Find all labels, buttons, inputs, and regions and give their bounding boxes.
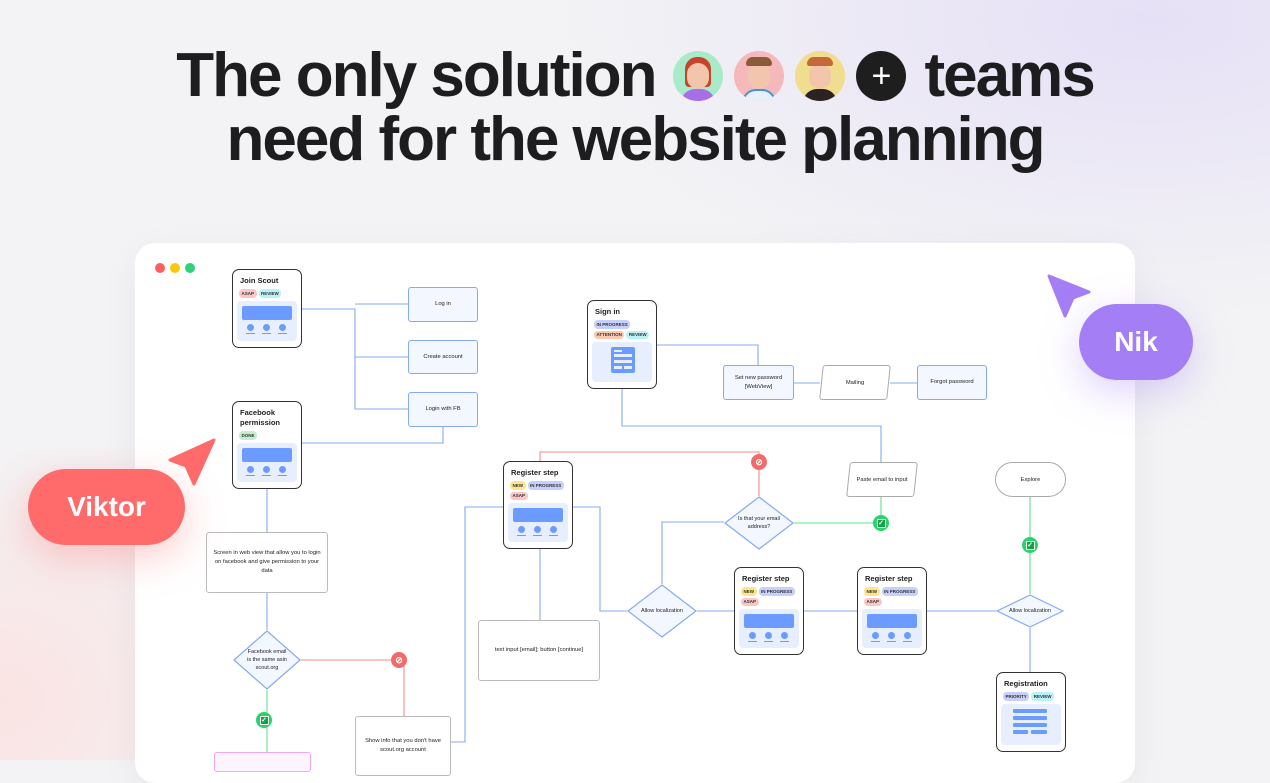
node-show-info[interactable]: Show info that you don't have scout.org … xyxy=(355,716,451,776)
tag-in-progress: IN PROGRESS xyxy=(527,481,564,490)
viktor-cursor-label: Viktor xyxy=(28,469,185,545)
headline-line1-end: teams xyxy=(924,41,1095,110)
tag-review: REVIEW xyxy=(626,330,650,339)
tag-attention: ATTENTION xyxy=(594,330,625,339)
screen-preview xyxy=(508,503,568,542)
tag-priority: PRIORITY xyxy=(1003,692,1030,701)
tag-new: NEW xyxy=(741,587,757,596)
no-entry-icon: ⊘ xyxy=(391,652,407,668)
node-title: Registration xyxy=(1004,679,1048,688)
node-is-email-decision[interactable]: Is that your email address? xyxy=(724,496,794,550)
document-preview xyxy=(592,342,652,382)
yes-check-icon: ✓ xyxy=(256,712,272,728)
node-webview[interactable]: Screen in web view that allow you to log… xyxy=(206,532,328,593)
node-set-new-password[interactable]: Set new password [WebView] xyxy=(723,365,794,400)
connectors xyxy=(266,303,1031,752)
decision-label: Allow localization xyxy=(641,608,683,614)
nik-cursor-icon xyxy=(1047,274,1091,318)
form-preview xyxy=(1001,703,1061,745)
node-log-in[interactable]: Log in xyxy=(408,287,478,322)
avatar xyxy=(795,51,846,101)
node-label: Paste email to input xyxy=(856,476,908,483)
nik-cursor-label: Nik xyxy=(1079,304,1193,380)
minimize-window-dot[interactable] xyxy=(170,263,180,273)
screen-preview xyxy=(862,609,922,648)
headline: The only solution + teams need for the w… xyxy=(0,44,1270,172)
tag-new: NEW xyxy=(864,587,880,596)
decision-label: Facebook email is the same asin scout.or… xyxy=(247,649,287,671)
tag-asap: ASAP xyxy=(741,597,759,606)
tag-review: REVIEW xyxy=(258,289,282,298)
headline-line2: need for the website planning xyxy=(226,105,1046,174)
node-fb-email-decision[interactable]: Facebook email is the same asin scout.or… xyxy=(233,630,301,690)
decision-label: Allow localization xyxy=(1009,608,1051,614)
node-title: Register step xyxy=(511,468,559,477)
yes-check-icon: ✓ xyxy=(1022,537,1038,553)
tag-asap: ASAP xyxy=(510,491,528,500)
headline-line1-start: The only solution xyxy=(176,41,657,110)
tag-review: REVIEW xyxy=(1031,692,1055,701)
viktor-cursor-icon xyxy=(168,438,216,486)
node-title: Facebook permission xyxy=(240,408,281,427)
tag-asap: ASAP xyxy=(239,289,257,298)
decision-label: Is that your email address? xyxy=(738,516,780,530)
no-entry-icon: ⊘ xyxy=(751,454,767,470)
screen-preview xyxy=(739,609,799,648)
node-forgot-password[interactable]: Forgot password xyxy=(917,365,987,400)
node-label: Mailing xyxy=(845,379,865,386)
node-title: Register step xyxy=(865,574,913,583)
tag-asap: ASAP xyxy=(864,597,882,606)
team-avatars: + xyxy=(673,51,907,101)
node-title: Register step xyxy=(742,574,790,583)
node-login-with-fb[interactable]: Login with FB xyxy=(408,392,478,427)
screen-preview xyxy=(237,442,297,482)
close-window-dot[interactable] xyxy=(155,263,165,273)
tag-in-progress: IN PROGRESS xyxy=(594,320,631,329)
node-paste-email[interactable]: Paste email to input xyxy=(848,462,916,497)
tag-done: DONE xyxy=(239,431,258,440)
tag-new: NEW xyxy=(510,481,526,490)
node-text-input[interactable]: text input [email]; button [continue] xyxy=(478,620,600,681)
node-facebook-permission[interactable]: Facebook permission DONE xyxy=(232,401,302,489)
tag-in-progress: IN PROGRESS xyxy=(881,587,918,596)
screen-preview xyxy=(237,300,297,341)
maximize-window-dot[interactable] xyxy=(185,263,195,273)
tag-in-progress: IN PROGRESS xyxy=(758,587,795,596)
node-allow-localization-2[interactable]: Allow localization xyxy=(996,594,1064,628)
node-pink[interactable] xyxy=(214,752,311,772)
yes-check-icon: ✓ xyxy=(873,515,889,531)
node-explore[interactable]: Explore xyxy=(995,462,1066,497)
node-create-account[interactable]: Create account xyxy=(408,340,478,374)
add-member-button[interactable]: + xyxy=(856,51,907,101)
node-title: Join Scout xyxy=(240,276,279,285)
node-mailing[interactable]: Mailing xyxy=(821,365,889,400)
plus-icon: + xyxy=(871,57,892,95)
avatar xyxy=(673,51,724,101)
node-title: Sign in xyxy=(595,307,620,316)
avatar xyxy=(734,51,785,101)
node-allow-localization-1[interactable]: Allow localization xyxy=(627,584,697,638)
